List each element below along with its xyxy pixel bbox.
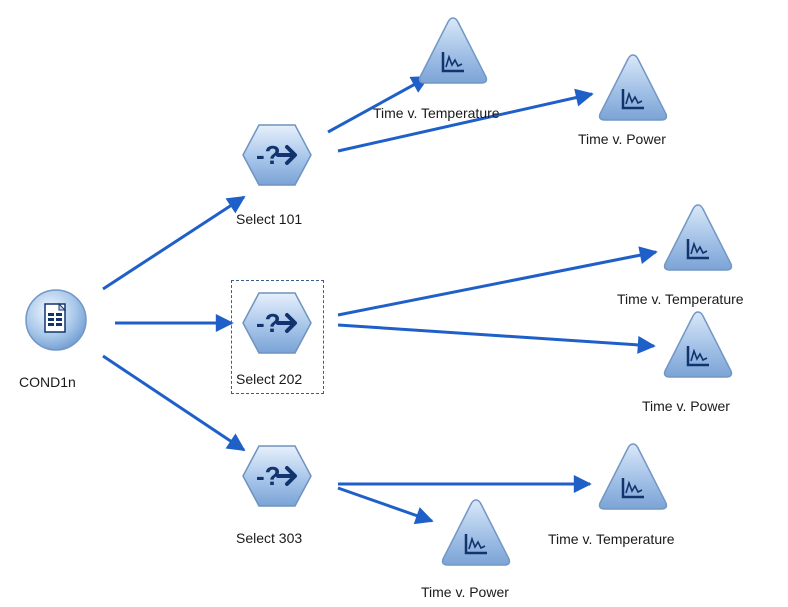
plot-node-label: Time v. Temperature <box>548 531 675 547</box>
select-icon: -? <box>242 445 312 507</box>
plot-icon <box>663 311 733 378</box>
plot-icon <box>598 443 668 510</box>
plot-node[interactable] <box>662 309 734 381</box>
plot-node-label: Time v. Power <box>642 398 730 414</box>
select-node-202[interactable]: -? <box>242 291 312 355</box>
plot-node-label: Time v. Power <box>421 584 509 600</box>
connection-arrow[interactable] <box>337 88 594 153</box>
plot-node[interactable] <box>662 202 734 274</box>
plot-icon <box>663 204 733 271</box>
selection-outline <box>231 280 324 394</box>
select-node-label: Select 303 <box>236 530 303 546</box>
connection-arrow[interactable] <box>327 75 430 134</box>
connection-arrow[interactable] <box>337 486 434 525</box>
plot-node[interactable] <box>440 497 512 569</box>
select-node-label: Select 101 <box>236 211 303 227</box>
plot-node[interactable] <box>417 15 489 87</box>
connection-arrow[interactable] <box>102 195 246 291</box>
source-node-label: COND1n <box>19 374 76 390</box>
select-node-label: Select 202 <box>236 371 303 387</box>
select-icon: -? <box>242 124 312 186</box>
connection-arrow[interactable] <box>337 246 658 317</box>
plot-node-label: Time v. Temperature <box>617 291 744 307</box>
select-node-303[interactable]: -? <box>242 444 312 508</box>
source-file-icon <box>25 289 87 351</box>
select-node-101[interactable]: -? <box>242 123 312 187</box>
plot-node-label: Time v. Temperature <box>373 105 500 121</box>
plot-icon <box>598 54 668 121</box>
select-icon: -? <box>242 292 312 354</box>
connection-arrow[interactable] <box>337 323 656 354</box>
plot-node[interactable] <box>597 441 669 513</box>
plot-node-label: Time v. Power <box>578 131 666 147</box>
plot-icon <box>441 499 511 566</box>
plot-icon <box>418 17 488 84</box>
plot-node[interactable] <box>597 52 669 124</box>
source-node[interactable] <box>24 288 88 352</box>
connection-arrow[interactable] <box>102 354 246 452</box>
